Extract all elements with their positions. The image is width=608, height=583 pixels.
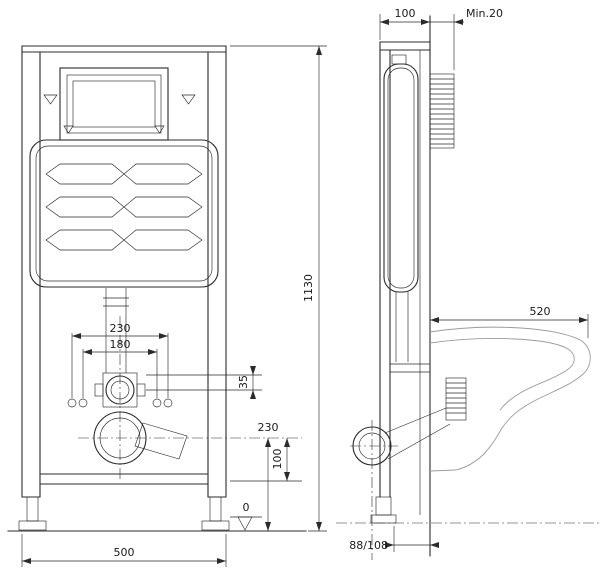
- fixing-hole: [67, 398, 77, 408]
- dim-frame-depth-label: 100: [395, 7, 416, 20]
- dim-floor-level-label: 0: [243, 501, 250, 514]
- dim-fixing-outer-label: 230: [110, 322, 131, 335]
- frame-profile: [370, 15, 431, 557]
- dim-outlet-offset-label: 88/108: [349, 539, 388, 552]
- left-foot-plate: [18, 520, 47, 531]
- cistern-ribs: [45, 163, 203, 251]
- mounting-frame: [7, 45, 307, 532]
- side-centerlines: [336, 420, 602, 560]
- cistern-outline: [29, 139, 219, 288]
- dim-wall-min-label: Min.20: [466, 7, 503, 20]
- cistern-profile-inner: [387, 67, 415, 289]
- fixing-hole: [163, 398, 173, 408]
- toilet-bowl-phantom: [429, 326, 591, 472]
- protection-box-ridges: [430, 78, 454, 145]
- dim-overall-height-label: 1130: [302, 274, 315, 302]
- fill-valve-cap: [391, 54, 407, 65]
- access-panel-frame: [59, 67, 169, 141]
- vent-triangle-marks: [43, 94, 196, 134]
- datum-triangle: [237, 516, 253, 531]
- access-panel: [43, 67, 196, 141]
- right-foot: [209, 496, 222, 522]
- front-centerlines: [78, 316, 302, 480]
- access-panel-plate: [66, 74, 162, 134]
- cistern-inner: [35, 145, 213, 282]
- bowl-outline-outer: [429, 326, 591, 472]
- drain-elbow: [352, 377, 467, 466]
- dim-fixing-inner-label: 180: [110, 338, 131, 351]
- bowl-outline-inner: [429, 338, 575, 411]
- front-view: 230 180 35 230 100 0 1130 500: [7, 45, 327, 567]
- cistern: [29, 139, 219, 288]
- dim-outlet-height-label: 230: [258, 421, 279, 434]
- side-foot-plate: [370, 514, 397, 524]
- front-dimensions: 230 180 35 230 100 0 1130 500: [21, 45, 327, 567]
- witness-lines: [21, 45, 327, 567]
- side-dimensions: 100 Min.20 520 88/108: [349, 7, 589, 552]
- access-panel-inner: [72, 80, 156, 128]
- dim-inlet-offset-label: 35: [237, 375, 250, 389]
- connector-ridges: [446, 382, 466, 414]
- drain-spigot: [134, 422, 188, 460]
- fixing-holes: [67, 398, 173, 408]
- elbow-pipe: [384, 407, 451, 460]
- frame-profile-outline: [379, 15, 431, 557]
- side-view: 100 Min.20 520 88/108: [336, 7, 602, 560]
- side-foot: [375, 496, 392, 516]
- cistern-profile: [383, 54, 419, 293]
- fixing-hole: [152, 398, 162, 408]
- fixing-hole: [78, 398, 88, 408]
- inlet-tab-right: [136, 383, 146, 397]
- dim-bowl-depth-label: 520: [530, 305, 551, 318]
- dim-overall-width-label: 500: [114, 546, 135, 559]
- dimension-lines: [22, 46, 320, 562]
- wall-protection-box: [429, 73, 455, 149]
- dim-outlet-spacing-label: 100: [271, 449, 284, 470]
- corrugated-connector: [445, 377, 467, 421]
- witness-lines: [379, 14, 589, 552]
- protection-box-outline: [429, 73, 455, 149]
- flush-pipe: [103, 288, 129, 373]
- flush-pipe-profile: [390, 292, 430, 373]
- inlet-tab-left: [94, 383, 104, 397]
- left-foot: [26, 496, 39, 522]
- cistern-profile-outline: [383, 63, 419, 293]
- frame-outline: [21, 45, 227, 498]
- right-foot-plate: [201, 520, 230, 531]
